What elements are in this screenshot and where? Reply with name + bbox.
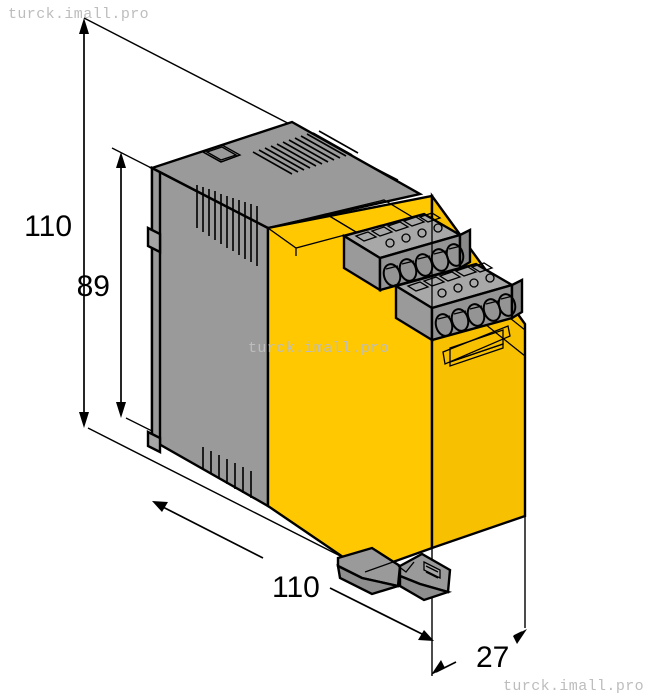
arrowhead-width-start <box>431 660 445 675</box>
vent-slots-side-lower <box>202 447 252 498</box>
terminal-upper-screw-slots <box>354 212 442 242</box>
terminal-block-lower <box>393 262 524 343</box>
housing-latch-upper <box>146 226 162 254</box>
arrowhead-89-top <box>116 152 126 168</box>
diamond-emboss <box>201 144 242 163</box>
arrowhead-110-top <box>79 18 89 34</box>
din-foot-rib <box>423 560 441 580</box>
arrowhead-depth-start <box>152 501 168 512</box>
dimension-line-depth-a <box>156 503 264 559</box>
dimension-label-height-overall: 110 <box>24 210 72 243</box>
watermark-bottom-right: turck.imall.pro <box>503 678 644 695</box>
extension-line-bottom <box>87 427 361 567</box>
housing-latch-lower <box>146 430 162 454</box>
terminal-upper-back-screws <box>385 223 443 248</box>
dimension-width: 27 <box>431 629 527 675</box>
dimension-height-housing: 89 <box>77 152 126 418</box>
vent-slots-side-upper <box>196 185 258 266</box>
arrowhead-89-bottom <box>116 402 126 418</box>
terminal-lower-screw-heads <box>434 293 517 337</box>
vent-slots-top <box>252 130 359 175</box>
label-strip <box>449 329 504 367</box>
terminal-lower-back-screws <box>437 273 495 298</box>
arrowhead-width-end <box>513 629 527 644</box>
din-rail-module <box>146 120 527 602</box>
front-cover-bottom-edges <box>364 515 526 573</box>
dimension-label-width: 27 <box>476 641 509 674</box>
dimension-label-height-housing: 89 <box>77 270 110 303</box>
din-rail-foot <box>336 546 453 602</box>
watermark-center: turck.imall.pro <box>248 340 389 357</box>
label-bezel <box>442 325 511 365</box>
dimension-label-depth: 110 <box>272 571 320 604</box>
arrowhead-110-bottom <box>79 412 89 428</box>
housing-left-lip <box>150 166 162 446</box>
arrowhead-depth-end <box>418 630 434 641</box>
dimension-depth: 110 <box>152 501 434 641</box>
terminal-block-upper <box>341 212 472 293</box>
watermark-top-left: turck.imall.pro <box>8 6 149 23</box>
dimension-line-depth-b <box>329 587 431 639</box>
dimension-height-overall: 110 <box>24 18 89 428</box>
